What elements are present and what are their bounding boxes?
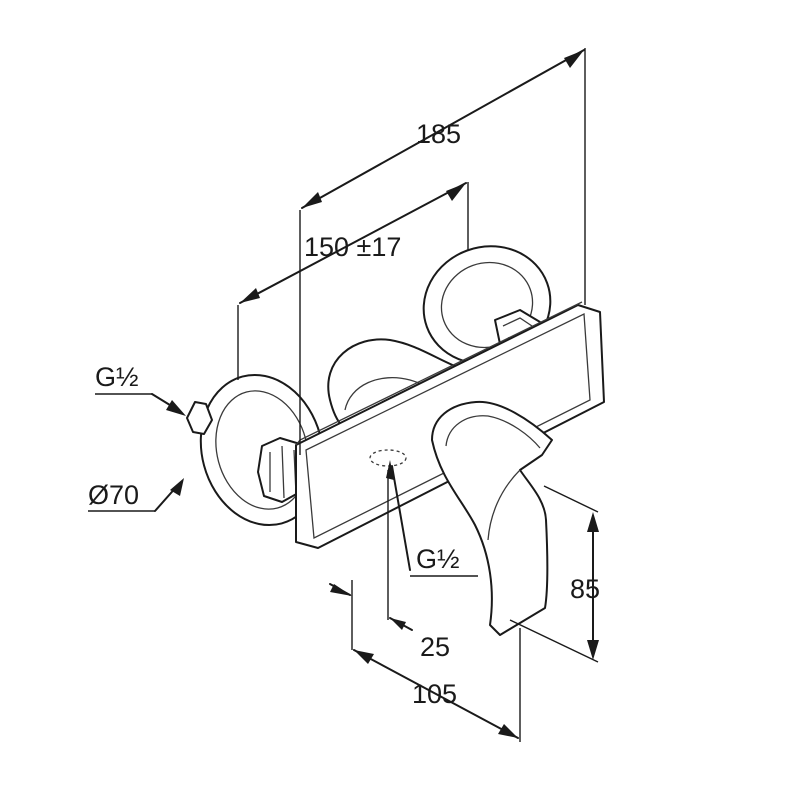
thread-left-label: G½ [95, 362, 139, 392]
dimension-150: 150 ±17 [237, 182, 469, 380]
dimension-185-label: 185 [416, 119, 461, 149]
thread-left-callout: G½ [95, 362, 186, 416]
dimension-85-label: 85 [570, 574, 600, 604]
dimension-105: 105 [353, 628, 521, 742]
thread-outlet-callout: G½ [386, 460, 478, 577]
dimension-105-label: 105 [412, 679, 457, 709]
flange-diameter-label: Ø70 [88, 480, 139, 510]
dimension-25: 25 [329, 470, 450, 662]
dimension-185: 185 [299, 48, 586, 455]
dimension-85: 85 [509, 485, 600, 663]
flange-diameter-callout: Ø70 [88, 478, 184, 512]
lever-handle [431, 400, 553, 636]
front-wall-flange [186, 373, 325, 527]
dimension-25-label: 25 [420, 632, 450, 662]
dimension-150-label: 150 ±17 [304, 232, 401, 262]
thread-outlet-label: G½ [416, 544, 460, 574]
